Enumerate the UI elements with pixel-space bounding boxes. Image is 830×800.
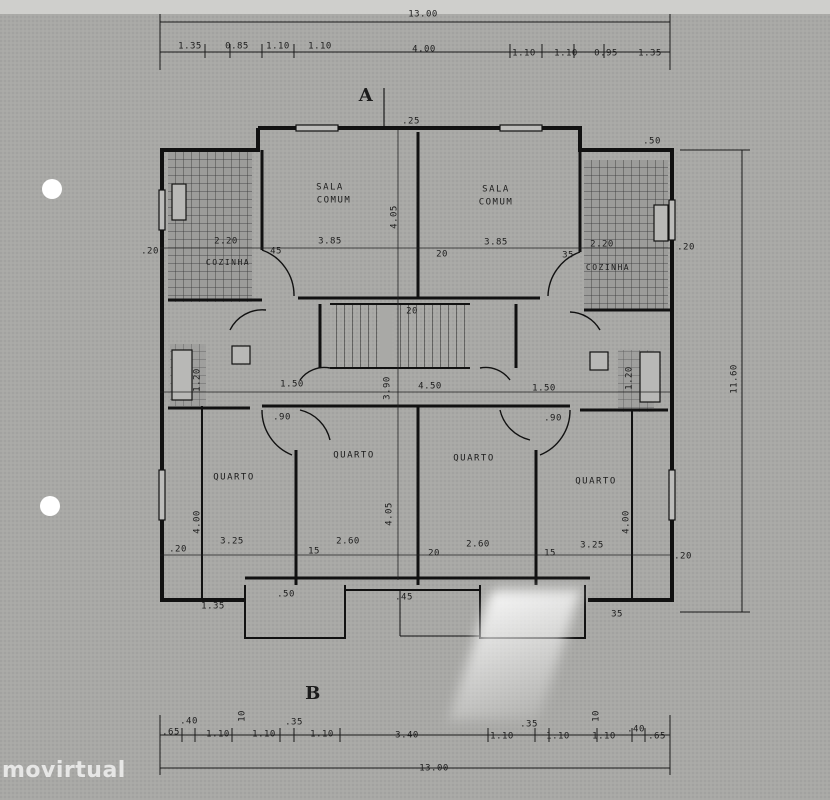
dim-sala-h: 4.05 — [389, 205, 400, 229]
room-label-quarto-3: QUARTO — [453, 453, 495, 464]
paper-top-edge — [0, 0, 830, 14]
dim-wall-50: .50 — [643, 136, 661, 147]
dim-bottom-seg: 1.10 — [490, 731, 514, 742]
room-label-cozinha-right: COZINHA — [585, 263, 631, 272]
binder-hole-bottom — [40, 496, 60, 516]
dim-top-overall: 13.00 — [408, 9, 438, 20]
dim-quarto-right-h: 4.00 — [621, 510, 632, 534]
dim-sala-right-w: 3.85 — [484, 237, 508, 248]
dim-hall-center: 4.50 — [418, 381, 442, 392]
dim-bottom-seg: .35 — [520, 719, 538, 730]
dim-bottom-seg: .65 — [648, 731, 666, 742]
dim-hall-h: 3.90 — [382, 376, 393, 400]
dim-wall-20-bl: .20 — [169, 544, 187, 555]
dim-bottom-seg: 1.10 — [546, 731, 570, 742]
room-label-quarto-1: QUARTO — [213, 472, 255, 483]
dim-balcony-45: .45 — [395, 592, 413, 603]
dim-top-seg: 1.10 — [512, 48, 536, 59]
dim-door-90-right: .90 — [544, 413, 562, 424]
dim-cozinha-right-w: 2.20 — [590, 239, 614, 250]
dim-bottom-seg: 3.40 — [395, 730, 419, 741]
dim-stair-20: 20 — [406, 306, 418, 317]
dim-wall-25: .25 — [402, 116, 420, 127]
door-swings — [229, 249, 601, 456]
dim-sala-left-w: 3.85 — [318, 236, 342, 247]
dim-right-overall: 11.60 — [729, 364, 740, 394]
dim-bottom-v10-left: 10 — [237, 710, 248, 722]
dim-wall-15-right: 15 — [544, 548, 556, 559]
watermark: movirtual — [2, 758, 126, 783]
dim-top-seg: 1.35 — [638, 48, 662, 59]
dim-bottom-seg: .35 — [285, 717, 303, 728]
dim-wall-20-bottom: 20 — [428, 548, 440, 559]
dim-wc-right-h: 1.20 — [624, 366, 635, 390]
dim-wall-35: 35 — [562, 250, 574, 261]
dim-135: 1.35 — [201, 601, 225, 612]
section-mark-b: B — [305, 683, 321, 704]
dim-hall-left: 1.50 — [280, 379, 304, 390]
dim-wall-15-left: 15 — [308, 546, 320, 557]
fixtures — [171, 183, 669, 403]
dim-cozinha-left-w: 2.20 — [214, 236, 238, 247]
dim-bottom-seg: .40 — [180, 716, 198, 727]
dim-bottom-seg: .65 — [162, 727, 180, 738]
dim-wall-20-mid: 20 — [436, 249, 448, 260]
dim-top-seg: 1.10 — [308, 41, 332, 52]
dim-quarto-mid-right-w: 2.60 — [466, 539, 490, 550]
dimension-lines — [159, 14, 750, 775]
dim-hall-right: 1.50 — [532, 383, 556, 394]
dim-top-seg: 1.35 — [178, 41, 202, 52]
dim-balcony-50: .50 — [277, 589, 295, 600]
dim-quarto-left-h: 4.00 — [192, 510, 203, 534]
dim-wc-left-h: 1.20 — [192, 368, 203, 392]
dim-wall-45: 45 — [270, 246, 282, 257]
room-label-sala-right-1: SALA — [482, 184, 510, 195]
dim-quarto-mid-left-w: 2.60 — [336, 536, 360, 547]
room-label-sala-left-2: COMUM — [316, 195, 352, 206]
dim-35-br: 35 — [611, 609, 623, 620]
room-label-cozinha-left: COZINHA — [205, 258, 251, 267]
stairwell — [330, 303, 470, 369]
tiled-areas — [168, 152, 668, 412]
dim-top-seg: 1.10 — [266, 41, 290, 52]
dim-quarto-left-w: 3.25 — [220, 536, 244, 547]
room-label-sala-right-2: COMUM — [478, 197, 514, 208]
dim-bottom-v10-right: 10 — [591, 710, 602, 722]
dim-wall-20-br: .20 — [674, 551, 692, 562]
section-mark-a: A — [358, 85, 374, 106]
guide-lines — [160, 130, 670, 580]
dim-top-seg: 4.00 — [412, 44, 436, 55]
dim-bottom-seg: .40 — [627, 724, 645, 735]
dim-bottom-overall: 13.00 — [419, 763, 449, 774]
room-label-quarto-2: QUARTO — [333, 450, 375, 461]
dim-bottom-seg: 1.10 — [206, 729, 230, 740]
binder-hole-top — [42, 179, 62, 199]
dim-top-seg: 1.10 — [554, 48, 578, 59]
dim-top-seg: 0.95 — [594, 48, 618, 59]
dim-top-seg: 0.85 — [225, 41, 249, 52]
windows — [158, 124, 676, 521]
dim-left-wall: .20 — [141, 246, 159, 257]
dim-door-90-left: .90 — [273, 412, 291, 423]
dim-quarto-mid-h: 4.05 — [384, 502, 395, 526]
room-label-sala-left-1: SALA — [316, 182, 344, 193]
dim-bottom-seg: 1.10 — [592, 731, 616, 742]
dim-quarto-right-w: 3.25 — [580, 540, 604, 551]
dim-right-wall: .20 — [677, 242, 695, 253]
dim-bottom-seg: 1.10 — [310, 729, 334, 740]
room-label-quarto-4: QUARTO — [575, 476, 617, 487]
dim-bottom-seg: 1.10 — [252, 729, 276, 740]
